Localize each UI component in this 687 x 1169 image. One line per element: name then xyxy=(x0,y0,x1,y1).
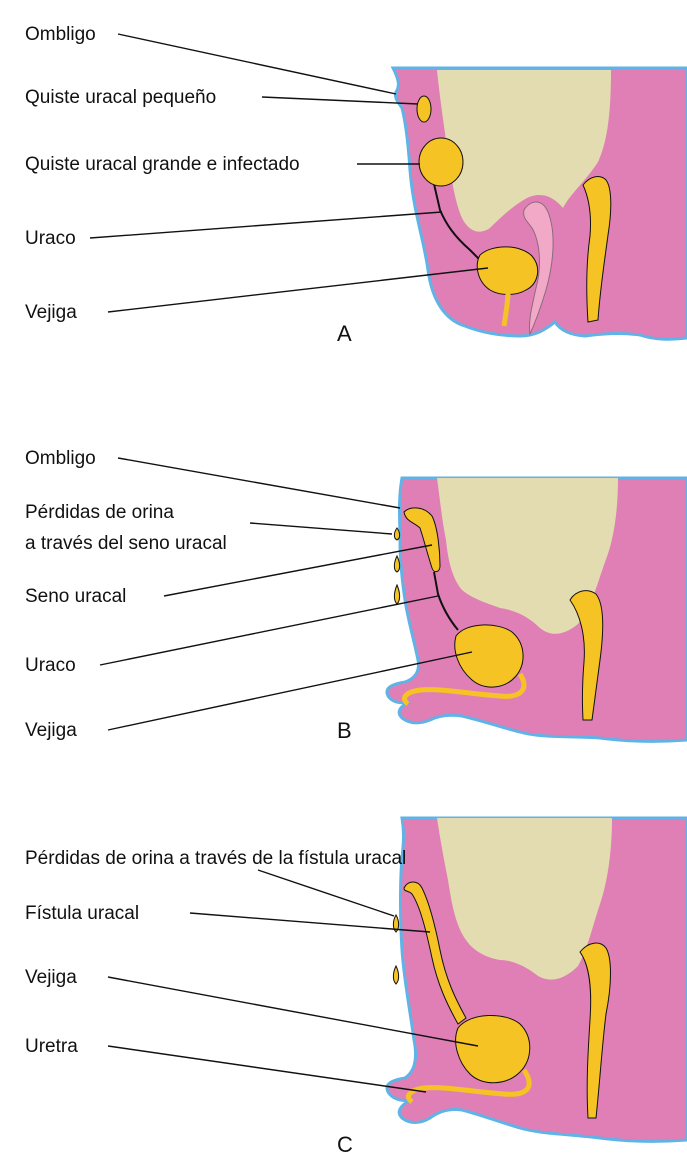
panel-a-leader-uraco xyxy=(89,211,443,239)
panel-c-label-uretra: Uretra xyxy=(25,1036,78,1057)
panel-c-fistula xyxy=(403,881,467,1025)
panel-b-anatomy xyxy=(385,476,687,743)
panel-b-label-seno: Seno uracal xyxy=(25,586,126,607)
panel-a-small-cyst xyxy=(416,95,432,123)
panel-b-rectum xyxy=(569,590,604,721)
panel-b-leader-vejiga xyxy=(107,651,473,731)
panel-a-bladder xyxy=(476,246,539,295)
panel-b-peritoneal-cavity xyxy=(437,478,618,634)
panel-a-rectum xyxy=(582,176,612,323)
panel-c-anatomy xyxy=(385,816,687,1143)
panel-a-anatomy xyxy=(390,66,687,341)
panel-a-peritoneal-cavity xyxy=(437,70,611,232)
panel-a-letter: A xyxy=(337,321,352,346)
panel-a-label-quiste-grande: Quiste uracal grande e infectado xyxy=(25,154,300,175)
panel-b-label-perdidas-2: a través del seno uracal xyxy=(25,533,227,554)
panel-a-leader-ombligo xyxy=(117,33,397,95)
panel-b-urine-drop-2 xyxy=(393,554,401,573)
panel-b-label-ombligo: Ombligo xyxy=(25,448,96,469)
panel-b-urine-drop-1 xyxy=(393,527,401,541)
panel-c-urine-drop-2 xyxy=(392,964,400,985)
panel-c: Pérdidas de orina a través de la fístula… xyxy=(25,816,687,1157)
panel-b-label-perdidas-1: Pérdidas de orina xyxy=(25,502,174,523)
panel-a-label-vejiga: Vejiga xyxy=(25,302,77,323)
panel-a-leader-quiste-pequeno xyxy=(261,96,419,105)
panel-b-leader-seno xyxy=(163,544,433,597)
panel-c-label-fistula: Fístula uracal xyxy=(25,903,139,924)
panel-c-leader-vejiga xyxy=(107,976,479,1047)
panel-b: Ombligo Pérdidas de orina a través del s… xyxy=(25,448,687,743)
panel-b-urine-drop-3 xyxy=(393,583,401,605)
panel-b-sinus xyxy=(403,507,441,573)
panel-a-urethra xyxy=(501,291,511,327)
panel-a-label-quiste-pequeno: Quiste uracal pequeño xyxy=(25,87,216,108)
panel-b-urethra xyxy=(402,672,527,706)
panel-b-letter: B xyxy=(337,718,352,743)
panel-a-leader-vejiga xyxy=(107,267,489,313)
panel-c-label-perdidas: Pérdidas de orina a través de la fístula… xyxy=(25,848,406,869)
panel-c-bladder xyxy=(455,1014,531,1084)
panel-c-label-vejiga: Vejiga xyxy=(25,967,77,988)
panel-c-peritoneal-cavity xyxy=(437,818,612,980)
panel-c-urethra xyxy=(406,1068,532,1104)
panel-b-urachus xyxy=(433,571,459,631)
panel-c-urine-drop-1 xyxy=(392,914,400,933)
panel-c-rectum xyxy=(579,942,611,1119)
panel-c-leader-uretra xyxy=(107,1045,427,1093)
panel-b-label-uraco: Uraco xyxy=(25,655,76,676)
panel-b-leader-perdidas xyxy=(249,522,393,535)
panel-b-label-vejiga: Vejiga xyxy=(25,720,77,741)
panel-b-bladder xyxy=(454,624,524,688)
panel-c-leader-perdidas xyxy=(257,869,395,917)
panel-a-label-uraco: Uraco xyxy=(25,228,76,249)
panel-a-large-cyst xyxy=(418,137,464,187)
panel-a-label-ombligo: Ombligo xyxy=(25,24,96,45)
panel-c-leader-fistula xyxy=(189,912,431,933)
panel-c-letter: C xyxy=(337,1132,353,1157)
panel-a-uterus xyxy=(523,201,554,336)
panel-b-leader-ombligo xyxy=(117,457,401,509)
panel-b-leader-uraco xyxy=(99,595,439,666)
panel-a: Ombligo Quiste uracal pequeño Quiste ura… xyxy=(25,24,687,346)
